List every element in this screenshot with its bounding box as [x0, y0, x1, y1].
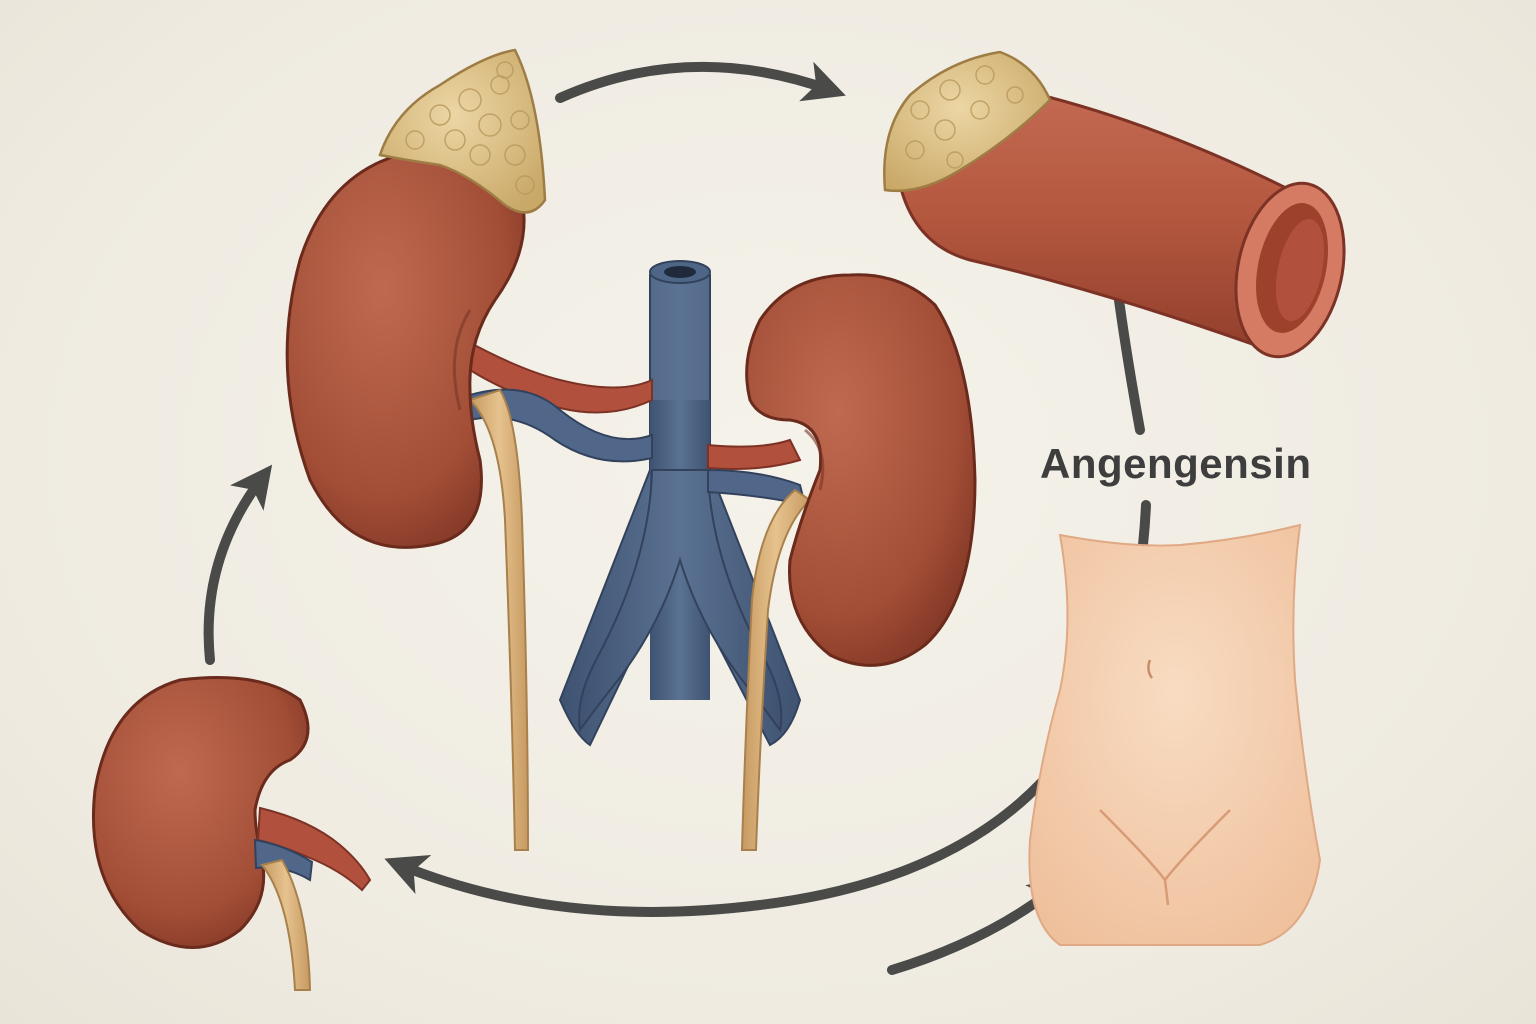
navel [1147, 659, 1154, 679]
ureters [468, 388, 812, 851]
renal-vessels-right [707, 438, 807, 507]
blood-vessel [898, 88, 1346, 359]
hormone-label: Angengensin [1040, 440, 1312, 487]
kidney-left-large [285, 148, 526, 549]
adrenal-gland-vessel [883, 50, 1052, 192]
arrow-top [555, 61, 846, 103]
arrow-left-up [203, 464, 273, 665]
adrenal-gland-left [378, 48, 547, 214]
torso [1028, 523, 1322, 946]
kidney-small [91, 676, 372, 991]
vena-cava [558, 260, 802, 747]
kidney-right [745, 273, 977, 667]
